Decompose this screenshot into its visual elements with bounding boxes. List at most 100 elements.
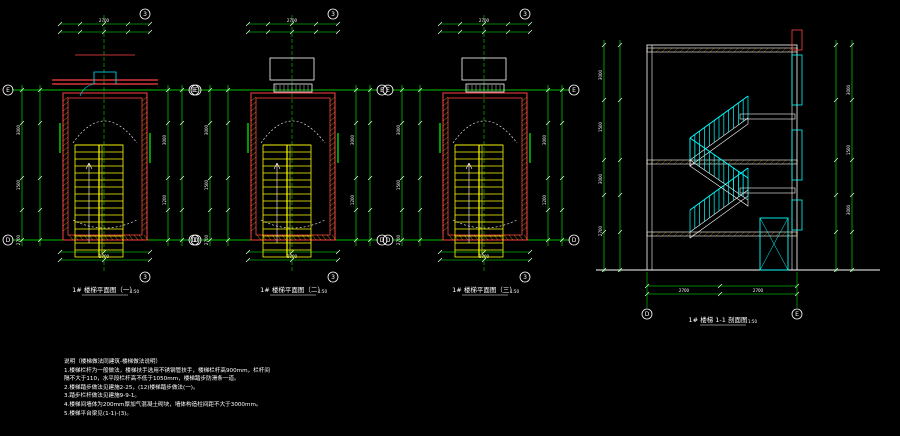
slab-hatch	[661, 231, 667, 237]
axis-d-left-bubble	[382, 234, 394, 246]
dim-tick	[457, 21, 463, 27]
wall-hatch	[250, 156, 257, 162]
dim-number: 3000	[542, 134, 547, 145]
wall-hatch	[329, 116, 336, 122]
dim-tick	[179, 207, 185, 213]
axis-3-bottom-bubble	[139, 271, 151, 283]
dim-tick	[481, 21, 487, 27]
dim-tick	[399, 120, 405, 126]
wall-hatch	[442, 191, 449, 197]
wall-hatch	[250, 121, 257, 127]
dim-tick	[77, 29, 83, 35]
dim-number: 3000	[350, 134, 355, 145]
dim-tick	[617, 267, 623, 273]
dim-number: 3000	[396, 124, 401, 135]
dim-tick	[399, 87, 405, 93]
dim-tick	[165, 87, 171, 93]
stair-wall-outer	[442, 92, 528, 241]
wall-hatch	[329, 206, 336, 212]
dim-tick	[147, 21, 153, 27]
slab-hatch	[715, 47, 721, 53]
wall-hatch	[250, 186, 257, 192]
door-leaf	[759, 217, 789, 271]
dim-tick	[245, 29, 251, 35]
note-line: 2.楼梯踏步做法见建施2-25，(12)楼梯踏步做法(一)。	[64, 384, 199, 391]
section-door	[759, 217, 789, 271]
wall-hatch	[329, 191, 336, 197]
dim-tick	[437, 21, 443, 27]
axis-e-left-label: E	[386, 87, 390, 94]
note-line: 5.楼梯平台梁见(1-1)-(3)。	[64, 410, 132, 417]
dim-number: 2700	[479, 254, 490, 259]
dim-tick	[313, 21, 319, 27]
axis-e-right-label: E	[572, 87, 576, 94]
wall-hatch	[442, 101, 449, 107]
wall-hatch	[521, 201, 528, 207]
axis-e-left-label: E	[194, 87, 198, 94]
dim-tick	[849, 192, 855, 198]
slab-hatch	[787, 231, 793, 237]
wall-hatch	[250, 216, 257, 222]
dim-tick	[417, 120, 423, 126]
axis-e-right-label: E	[380, 87, 384, 94]
slab-hatch	[763, 47, 769, 53]
wall-hatch	[442, 136, 449, 142]
slab-hatch	[655, 231, 661, 237]
dim-number: 3000	[162, 134, 167, 145]
axis-d-right-label: D	[380, 237, 385, 244]
slab-hatch	[697, 231, 703, 237]
dim-tick	[559, 237, 565, 243]
dim-tick	[289, 249, 295, 255]
wall-hatch	[442, 156, 449, 162]
plan-scale: 1:50	[510, 289, 519, 294]
landing-arc	[72, 219, 138, 229]
slab-hatch	[667, 231, 673, 237]
wall-hatch	[62, 201, 69, 207]
dim-tick	[545, 87, 551, 93]
wall-hatch	[442, 201, 449, 207]
wall-hatch	[141, 191, 148, 197]
wall-hatch	[329, 181, 336, 187]
wall-hatch	[513, 234, 519, 241]
dim-tick	[165, 175, 171, 181]
plan-scale: 1:50	[318, 289, 327, 294]
dim-tick	[19, 120, 25, 126]
wall-hatch	[250, 166, 257, 172]
dim-number: 1500	[204, 179, 209, 190]
wall-hatch	[521, 171, 528, 177]
wall-hatch	[141, 106, 148, 112]
wall-hatch	[250, 151, 257, 157]
dim-tick	[527, 29, 533, 35]
direction-arrow	[465, 162, 473, 243]
dim-tick	[367, 237, 373, 243]
dim-tick	[57, 249, 63, 255]
slab-hatch	[781, 231, 787, 237]
dim-tick	[147, 257, 153, 263]
slab-hatch	[709, 159, 715, 165]
dim-number: 2700	[287, 18, 298, 23]
wall-hatch	[521, 146, 528, 152]
wall-hatch	[518, 234, 524, 241]
wall-hatch	[250, 96, 257, 102]
wall-hatch	[442, 121, 449, 127]
wall-hatch	[329, 136, 336, 142]
wall-hatch	[250, 101, 257, 107]
wall-hatch	[62, 211, 69, 217]
slab-hatch	[775, 47, 781, 53]
window-sill	[273, 83, 313, 93]
dim-tick	[601, 229, 607, 235]
wall-hatch	[62, 226, 69, 232]
dim-tick	[481, 249, 487, 255]
note-line: 隔不大于110，水平段栏杆高不低于1050mm，楼梯踏步防滑条一道。	[64, 376, 240, 383]
wall-hatch	[442, 151, 449, 157]
dim-tick	[833, 157, 839, 163]
wall-hatch	[442, 171, 449, 177]
wall-hatch	[141, 196, 148, 202]
axis-3-bottom-label: 3	[143, 274, 147, 281]
slab-hatch	[769, 231, 775, 237]
dim-tick	[353, 237, 359, 243]
axis-3-top-bubble	[327, 8, 339, 20]
wall-hatch	[442, 166, 449, 172]
wall-hatch	[521, 141, 528, 147]
wall-hatch	[521, 106, 528, 112]
